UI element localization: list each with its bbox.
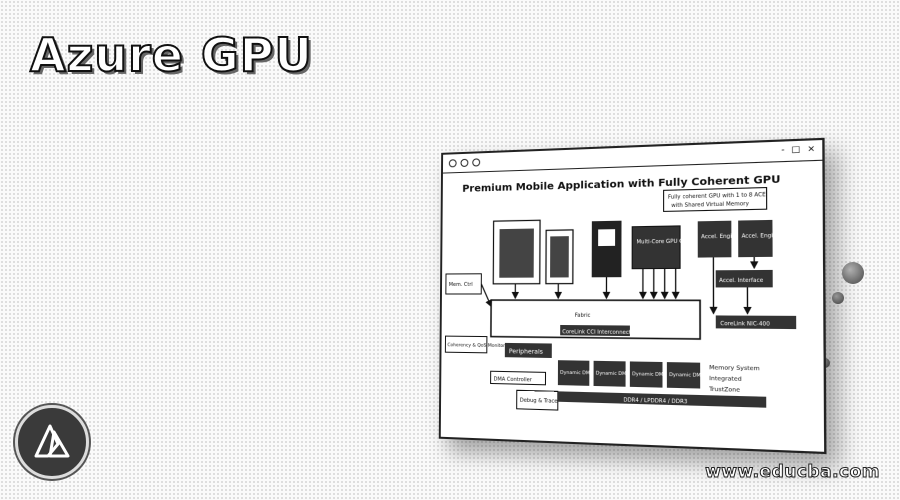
- window-dots: [449, 158, 480, 167]
- peripherals-label: Peripherals: [509, 349, 543, 356]
- gpu-core: [598, 229, 615, 246]
- close-icon[interactable]: ×: [807, 145, 815, 154]
- cpu-core-a: [499, 229, 534, 278]
- gpu-architecture-diagram: Premium Mobile Application with Fully Co…: [441, 162, 821, 449]
- cpu-core-b: [550, 236, 569, 277]
- page-title: Azure GPU: [30, 28, 313, 82]
- maximize-icon[interactable]: □: [792, 145, 801, 154]
- decorative-sphere: [842, 262, 864, 284]
- engine-1-label: Accel. Engine: [701, 233, 739, 240]
- shader-cluster: [632, 226, 680, 269]
- memory-side-line-2: Integrated: [709, 376, 742, 383]
- memory-bus-label: DDR4 / LPDDR4 / DDR3: [623, 397, 687, 405]
- azure-triangle-icon: [28, 418, 76, 466]
- decorative-sphere: [832, 292, 844, 304]
- interconnect-label-a: Fabric: [575, 313, 591, 319]
- website-url[interactable]: www.educba.com: [705, 462, 880, 482]
- memory-side-line-1: Memory System: [709, 365, 760, 373]
- azure-logo: [15, 405, 89, 479]
- dma-label: DMA Controller: [494, 376, 533, 383]
- gpu-block: [592, 221, 622, 278]
- left-note-top-label: Mem. Ctrl: [449, 282, 473, 288]
- diagram-window: - □ × Premium Mobile Application with Fu…: [439, 138, 827, 454]
- right-bus-label: CoreLink NIC-400: [720, 321, 770, 328]
- accel-interface-label: Accel. Interface: [719, 278, 763, 285]
- minimize-icon[interactable]: -: [781, 146, 784, 155]
- left-note-bottom-label: Coherency & QoS Monitor: [447, 342, 505, 349]
- interconnect-label-b: CoreLink CCI Interconnect: [562, 329, 631, 336]
- window-controls: - □ ×: [781, 145, 815, 155]
- debug-label: Debug & Trace: [520, 397, 558, 404]
- shader-label: Multi-Core GPU Cluster: [636, 238, 699, 245]
- engine-2-label: Accel. Engine: [742, 233, 781, 240]
- memory-side-line-3: TrustZone: [708, 386, 741, 393]
